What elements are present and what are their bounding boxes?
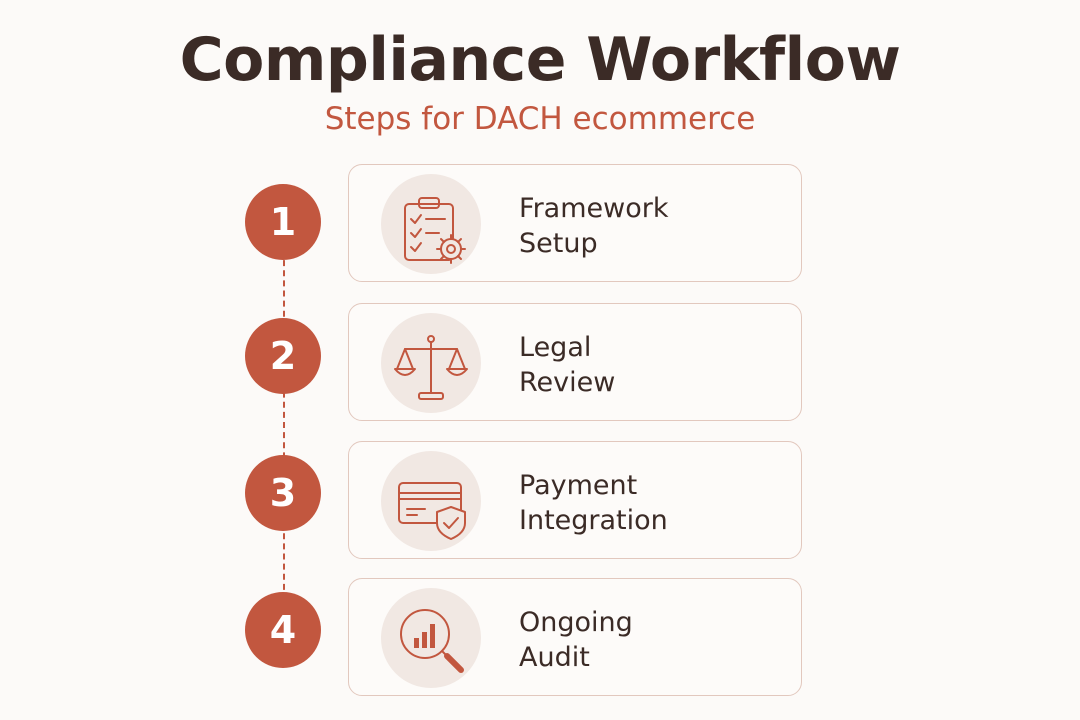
- step-number-badge-1: 1: [245, 184, 321, 260]
- credit-card-shield-icon: [398, 482, 466, 540]
- step-number-badge-2: 2: [245, 318, 321, 394]
- step-label-line1: Ongoing: [519, 607, 633, 638]
- step-card-framework-setup: Framework Setup: [348, 164, 802, 282]
- timeline-connector: [283, 250, 285, 600]
- step-number-badge-3: 3: [245, 455, 321, 531]
- step-label-line2: Review: [519, 367, 616, 398]
- step-label-line2: Integration: [519, 505, 668, 536]
- step-label: Legal Review: [519, 330, 779, 400]
- icon-circle: [381, 313, 481, 413]
- step-card-legal-review: Legal Review: [348, 303, 802, 421]
- scales-icon: [394, 335, 468, 400]
- step-label-line1: Payment: [519, 470, 638, 501]
- step-label-line2: Audit: [519, 642, 590, 673]
- step-label-line2: Setup: [519, 228, 598, 259]
- step-card-ongoing-audit: Ongoing Audit: [348, 578, 802, 696]
- page-title: Compliance Workflow: [179, 25, 901, 95]
- step-card-payment-integration: Payment Integration: [348, 441, 802, 559]
- step-number-badge-4: 4: [245, 592, 321, 668]
- step-label: Payment Integration: [519, 468, 779, 538]
- step-label-line1: Legal: [519, 332, 592, 363]
- step-label: Framework Setup: [519, 191, 779, 261]
- step-label-line1: Framework: [519, 193, 669, 224]
- icon-circle: [381, 451, 481, 551]
- step-label: Ongoing Audit: [519, 605, 779, 675]
- icon-circle: [381, 174, 481, 274]
- icon-circle: [381, 588, 481, 688]
- magnifier-chart-icon: [400, 609, 464, 673]
- clipboard-gear-icon: [404, 197, 466, 264]
- page-subtitle: Steps for DACH ecommerce: [324, 101, 756, 137]
